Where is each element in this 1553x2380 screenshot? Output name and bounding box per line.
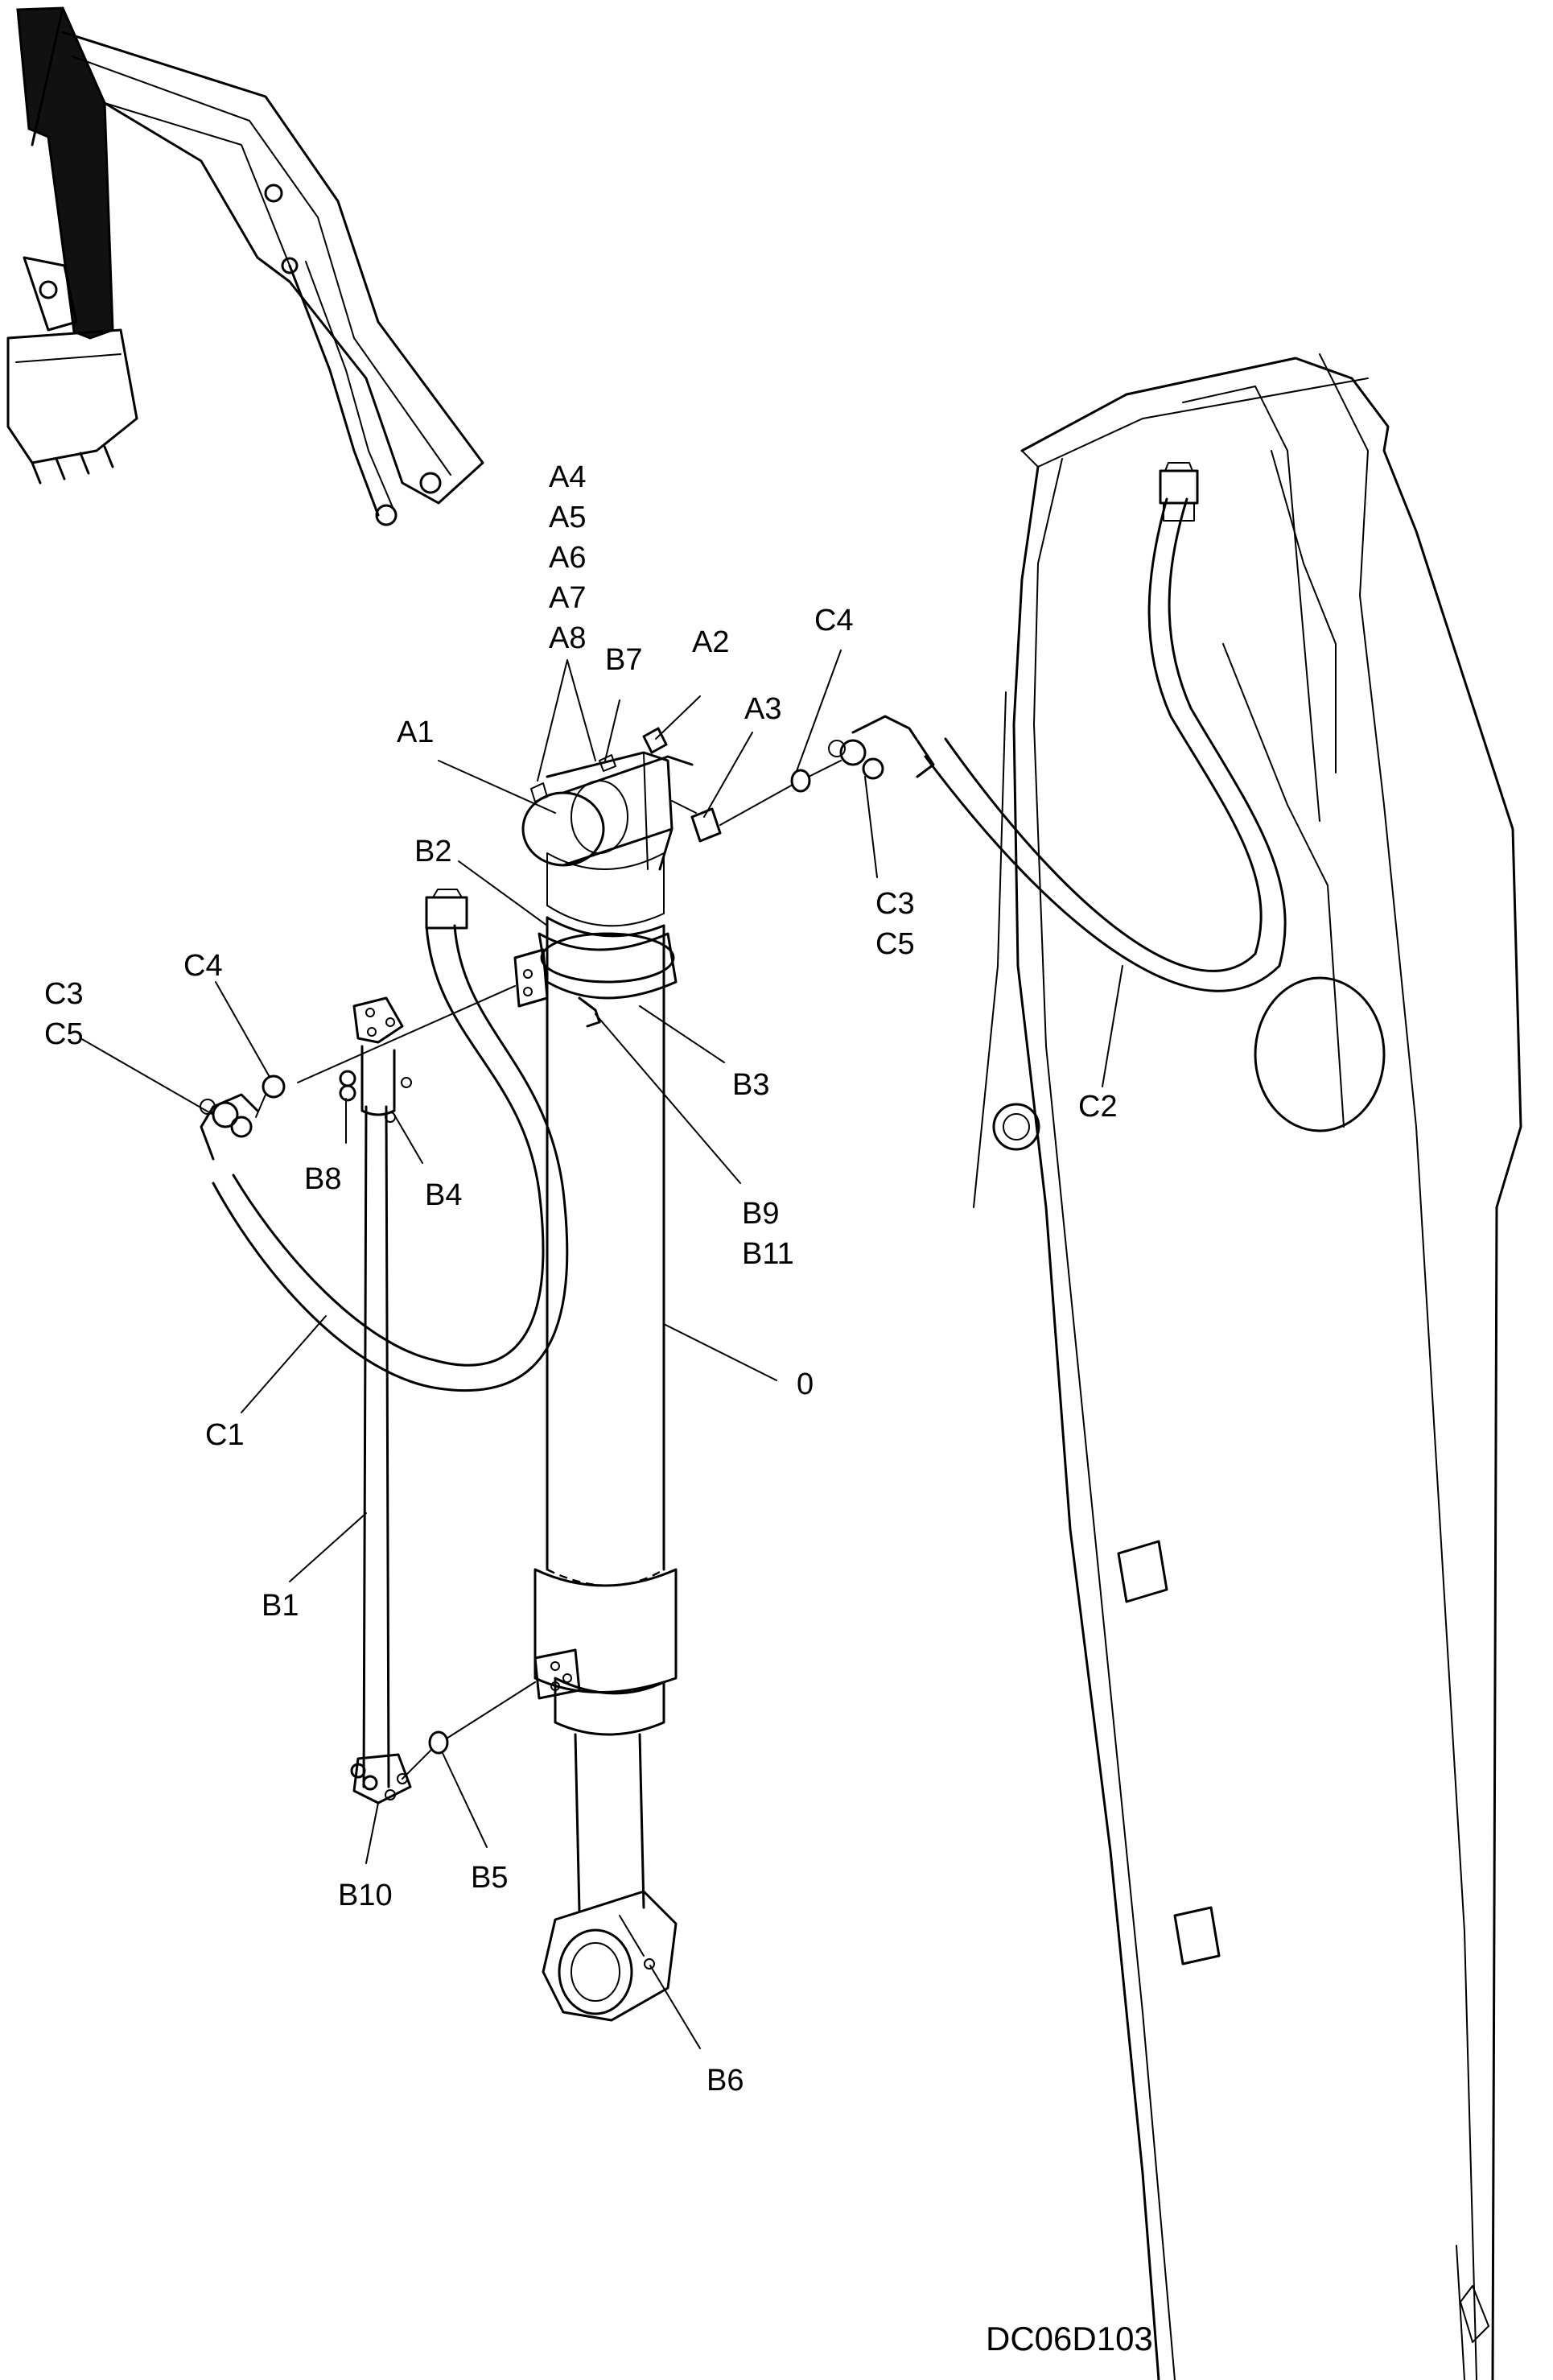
alignment-lines <box>255 760 842 1780</box>
label-b7: B7 <box>605 643 642 677</box>
label-0: 0 <box>797 1367 814 1401</box>
label-c5-right: C5 <box>875 927 915 961</box>
label-c2: C2 <box>1078 1090 1118 1124</box>
label-c3-left: C3 <box>44 977 84 1011</box>
pipe-b1 <box>339 996 412 1805</box>
label-b6: B6 <box>706 2064 744 2097</box>
leader-lines <box>80 650 1123 2049</box>
hose-c2 <box>828 462 1287 992</box>
label-a4: A4 <box>549 460 586 494</box>
inset-excavator-attachment <box>6 6 484 526</box>
label-b10: B10 <box>338 1879 393 1912</box>
label-c1: C1 <box>205 1418 245 1452</box>
label-a2: A2 <box>692 625 729 659</box>
label-c4-left: C4 <box>183 949 223 983</box>
o-rings <box>262 769 811 1755</box>
label-a5: A5 <box>549 501 586 534</box>
label-b3: B3 <box>732 1068 769 1102</box>
label-c4-top: C4 <box>814 604 854 637</box>
label-a7: A7 <box>549 581 586 615</box>
label-b1: B1 <box>262 1589 299 1623</box>
label-c5-left: C5 <box>44 1017 84 1051</box>
cylinder-assembly <box>513 727 722 2022</box>
label-b2: B2 <box>414 835 451 868</box>
label-a1: A1 <box>397 716 434 749</box>
part-labels: A4 A5 A6 A7 A8 B7 A2 A3 A1 C4 B2 C3 C5 C… <box>44 460 1118 2097</box>
drawing-code: DC06D103 <box>986 2320 1153 2357</box>
hose-c1 <box>200 889 569 1392</box>
label-b8: B8 <box>304 1162 341 1196</box>
label-a3: A3 <box>744 692 781 726</box>
label-a8: A8 <box>549 621 586 655</box>
label-b11: B11 <box>742 1237 794 1271</box>
label-b9: B9 <box>742 1197 779 1231</box>
label-a6: A6 <box>549 541 586 575</box>
label-c3-right: C3 <box>875 887 915 921</box>
arm-structure <box>973 353 1522 2380</box>
label-b4: B4 <box>425 1178 462 1212</box>
label-b5: B5 <box>471 1861 508 1895</box>
